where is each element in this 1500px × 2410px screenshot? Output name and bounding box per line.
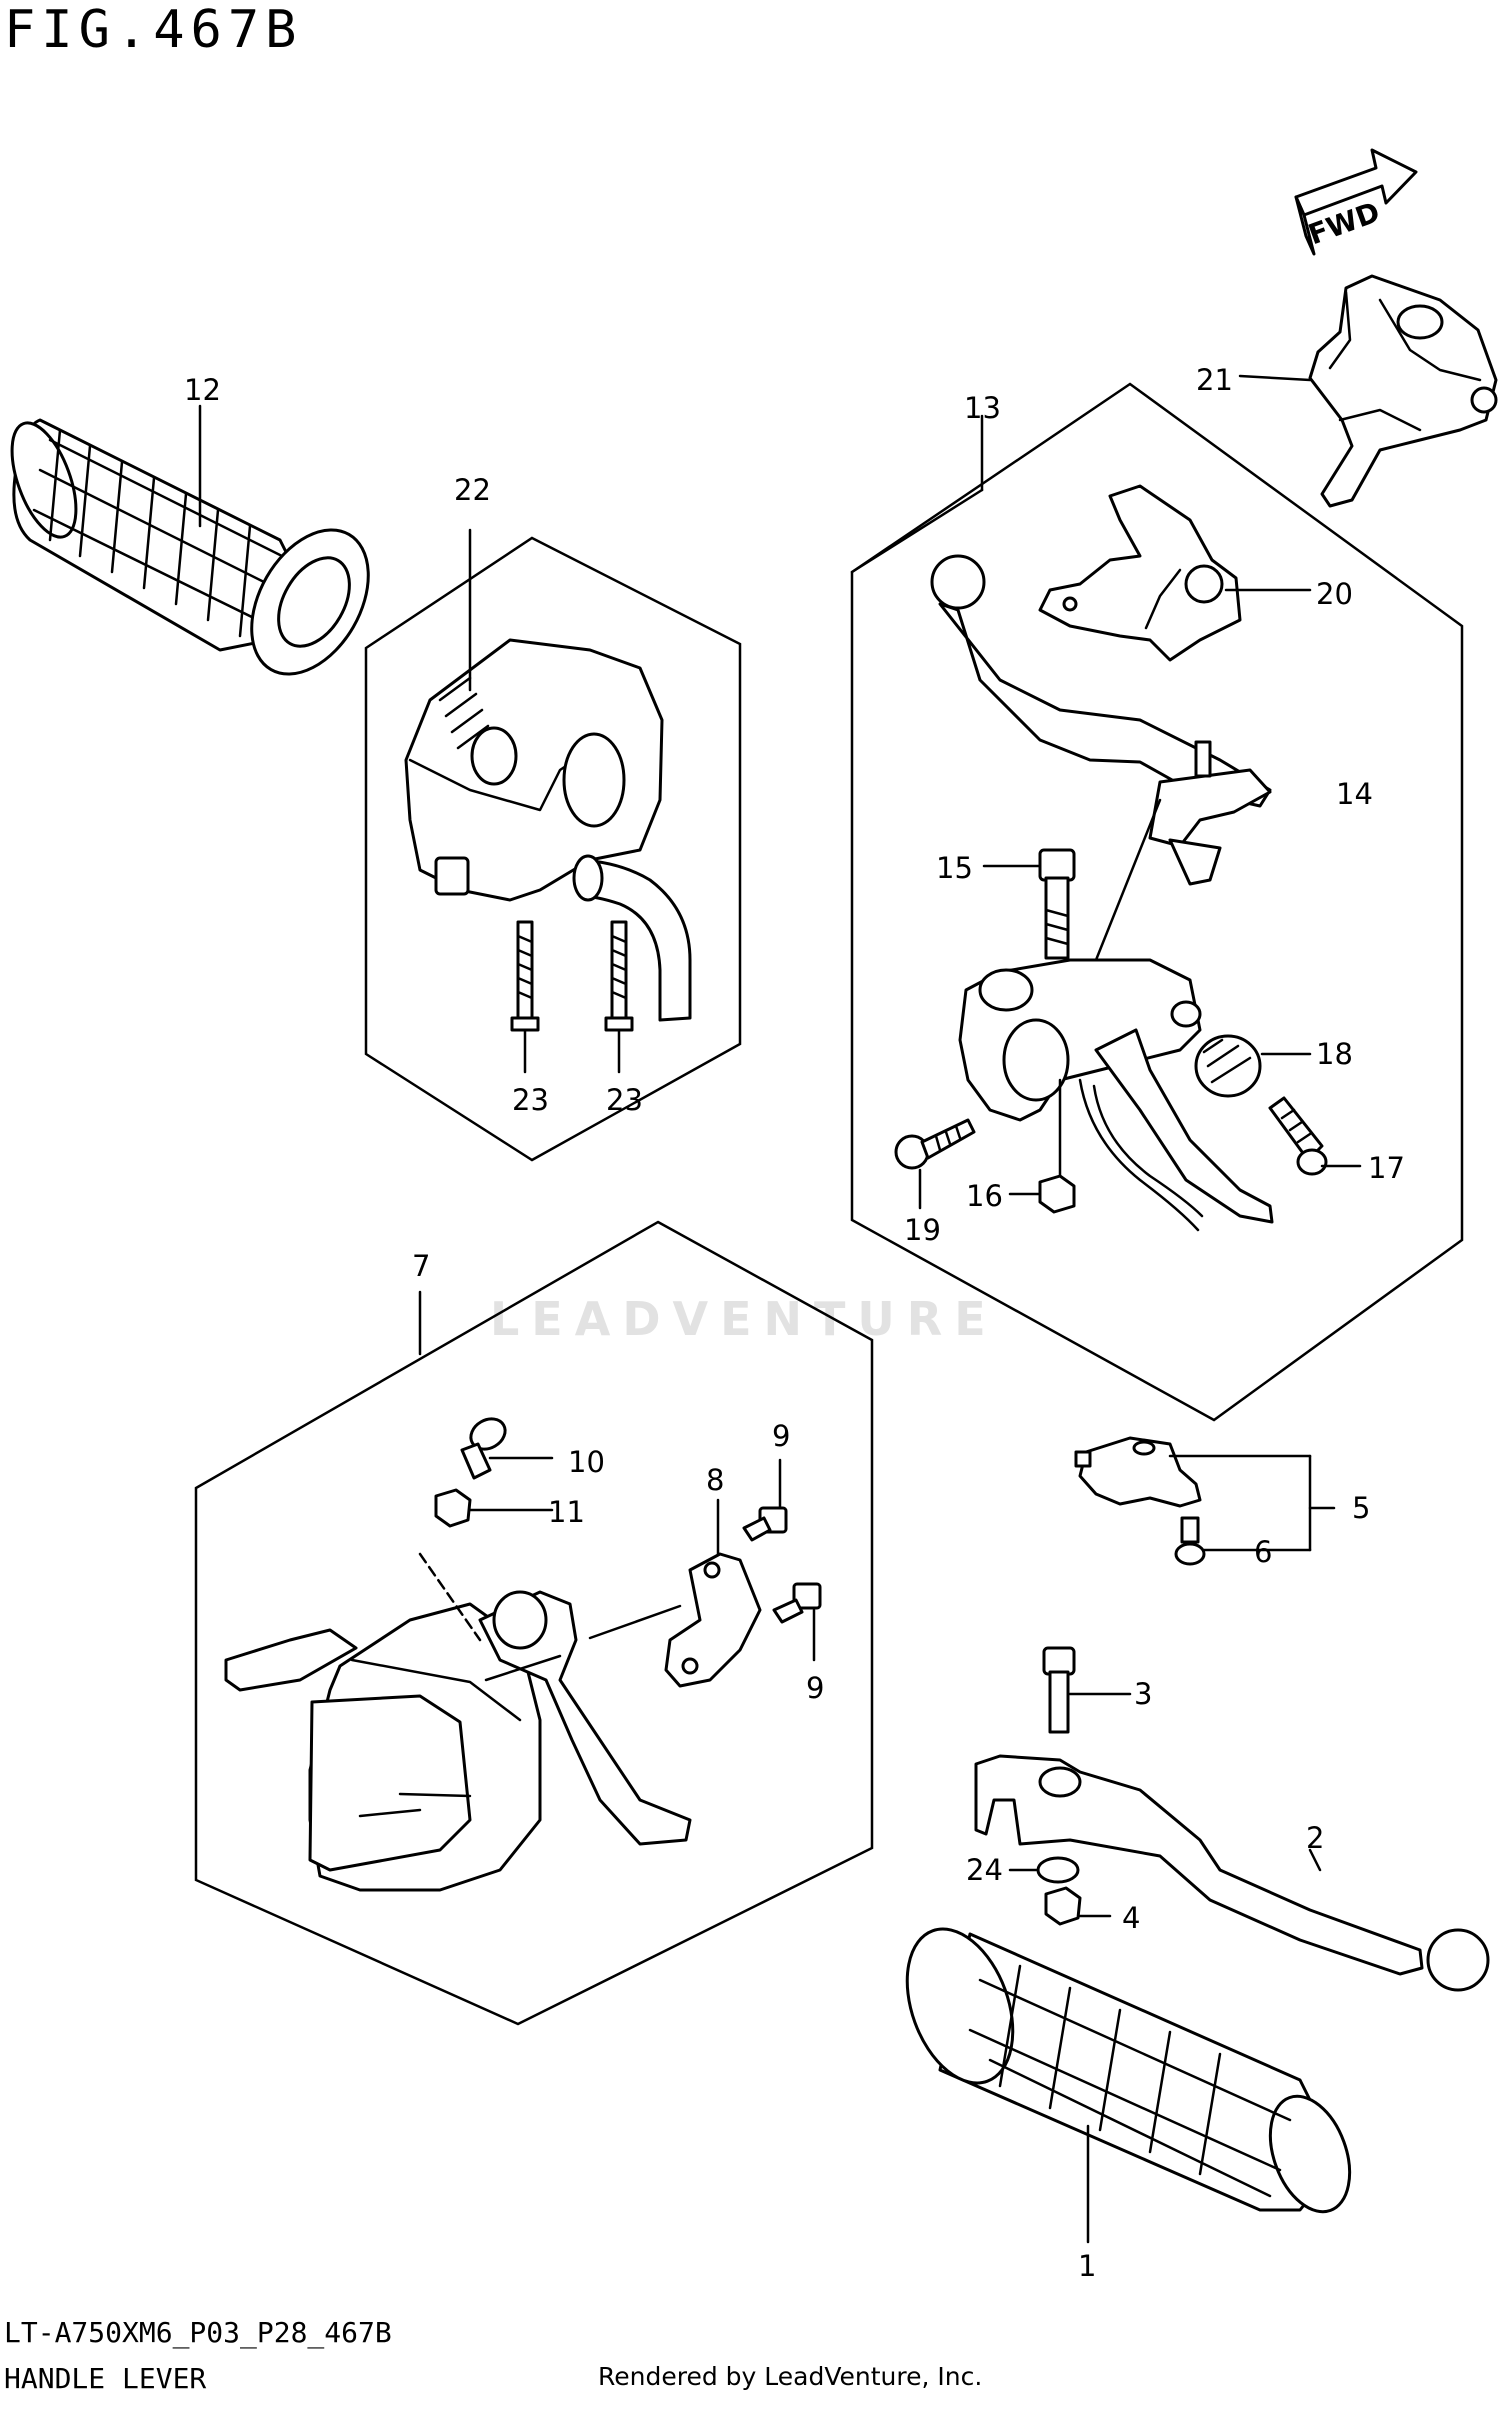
callout-18: 18: [1316, 1037, 1353, 1071]
callout-1: 1: [1078, 2249, 1096, 2283]
callout-9-top: 9: [772, 1419, 790, 1453]
render-credit: Rendered by LeadVenture, Inc.: [598, 2362, 983, 2391]
callout-7: 7: [412, 1249, 430, 1283]
callout-4: 4: [1122, 1901, 1140, 1935]
callout-12: 12: [184, 373, 221, 407]
part-7-throttle-housing: [224, 1417, 822, 1892]
part-22-handlebar-switch: [404, 528, 692, 1074]
callout-8: 8: [706, 1463, 724, 1497]
section-name: HANDLE LEVER: [4, 2362, 207, 2395]
callout-11: 11: [548, 1495, 585, 1529]
watermark-text: LEADVENTURE: [490, 1292, 998, 1346]
callout-14: 14: [1336, 777, 1373, 811]
callout-9-bottom: 9: [806, 1671, 824, 1705]
box-7: [194, 1220, 874, 2026]
fwd-arrow: FWD: [1294, 148, 1418, 256]
callout-13: 13: [964, 391, 1001, 425]
leader-13b: [850, 488, 984, 574]
callout-17: 17: [1368, 1151, 1405, 1185]
callout-20: 20: [1316, 577, 1353, 611]
callout-10: 10: [568, 1445, 605, 1479]
part-12-grip-left: [10, 404, 370, 676]
callout-21: 21: [1196, 363, 1233, 397]
callout-2: 2: [1306, 1821, 1324, 1855]
callout-24: 24: [966, 1853, 1003, 1887]
part-2-brake-lever: [974, 1646, 1490, 1992]
model-code: LT-A750XM6_P03_P28_467B: [4, 2316, 392, 2349]
callout-19: 19: [904, 1213, 941, 1247]
callout-3: 3: [1134, 1677, 1152, 1711]
box-22: [364, 536, 742, 1162]
figure-title: FIG.467B: [4, 0, 303, 60]
part-5-brake-switch: [1074, 1436, 1336, 1566]
callout-23-left: 23: [512, 1083, 549, 1117]
part-13-master-cylinder: [894, 484, 1362, 1232]
callout-6: 6: [1254, 1535, 1272, 1569]
callout-16: 16: [966, 1179, 1003, 1213]
part-1-grip-right: [905, 1927, 1352, 2244]
callout-15: 15: [936, 851, 973, 885]
callout-22: 22: [454, 473, 491, 507]
callout-23-right: 23: [606, 1083, 643, 1117]
part-21-housing-cover: [1238, 274, 1498, 508]
callout-5: 5: [1352, 1491, 1370, 1525]
